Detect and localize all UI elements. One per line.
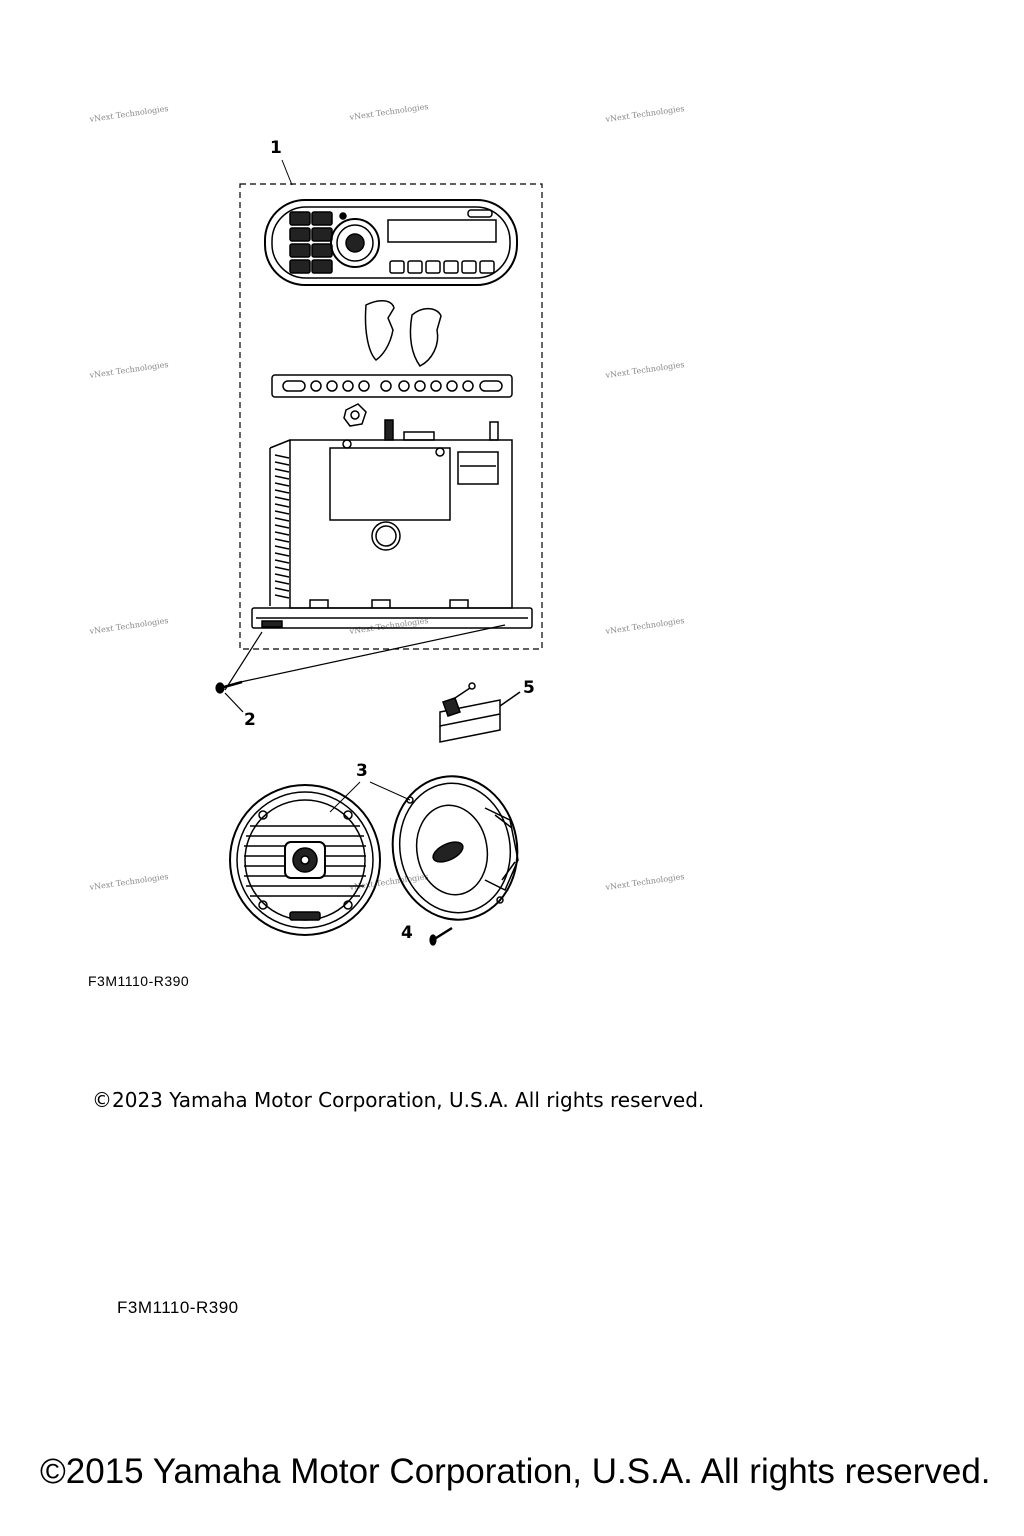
kit-boundary: [239, 183, 543, 650]
watermark: vNext Technologies: [88, 104, 169, 124]
watermark: vNext Technologies: [604, 872, 685, 892]
callout-4: 4: [401, 923, 413, 943]
callout-2: 2: [244, 710, 256, 730]
parts-diagram: vNext Technologies vNext Technologies vN…: [88, 102, 685, 946]
copyright-notice: ©2015 Yamaha Motor Corporation, U.S.A. A…: [40, 1452, 991, 1491]
speaker-screw: [429, 926, 453, 946]
diagram-code: F3M1110-R390: [88, 973, 190, 989]
speaker-driver: [391, 775, 519, 921]
watermark: vNext Technologies: [348, 616, 429, 636]
watermark: vNext Technologies: [88, 360, 169, 380]
watermark: vNext Technologies: [88, 616, 169, 636]
callout-3: 3: [356, 761, 368, 781]
watermark: vNext Technologies: [88, 872, 169, 892]
mounting-screw: [215, 624, 506, 713]
diagram-code: F3M1110-R390: [117, 1298, 239, 1317]
speaker-grille: [229, 784, 381, 936]
watermark: vNext Technologies: [604, 360, 685, 380]
stereo-faceplate: [264, 199, 518, 286]
watermarks: vNext Technologies vNext Technologies vN…: [88, 102, 685, 892]
watermark: vNext Technologies: [348, 102, 429, 122]
mounting-strap: [271, 374, 513, 398]
watermark: vNext Technologies: [604, 104, 685, 124]
nut: [343, 403, 367, 427]
stereo-chassis: [251, 419, 533, 629]
callout-1: 1: [270, 138, 282, 158]
watermark: vNext Technologies: [604, 616, 685, 636]
remote-plug: [439, 682, 521, 743]
copyright-notice: ©2023 Yamaha Motor Corporation, U.S.A. A…: [92, 1088, 705, 1112]
mounting-clips: [364, 300, 442, 367]
callout-5: 5: [523, 678, 535, 698]
